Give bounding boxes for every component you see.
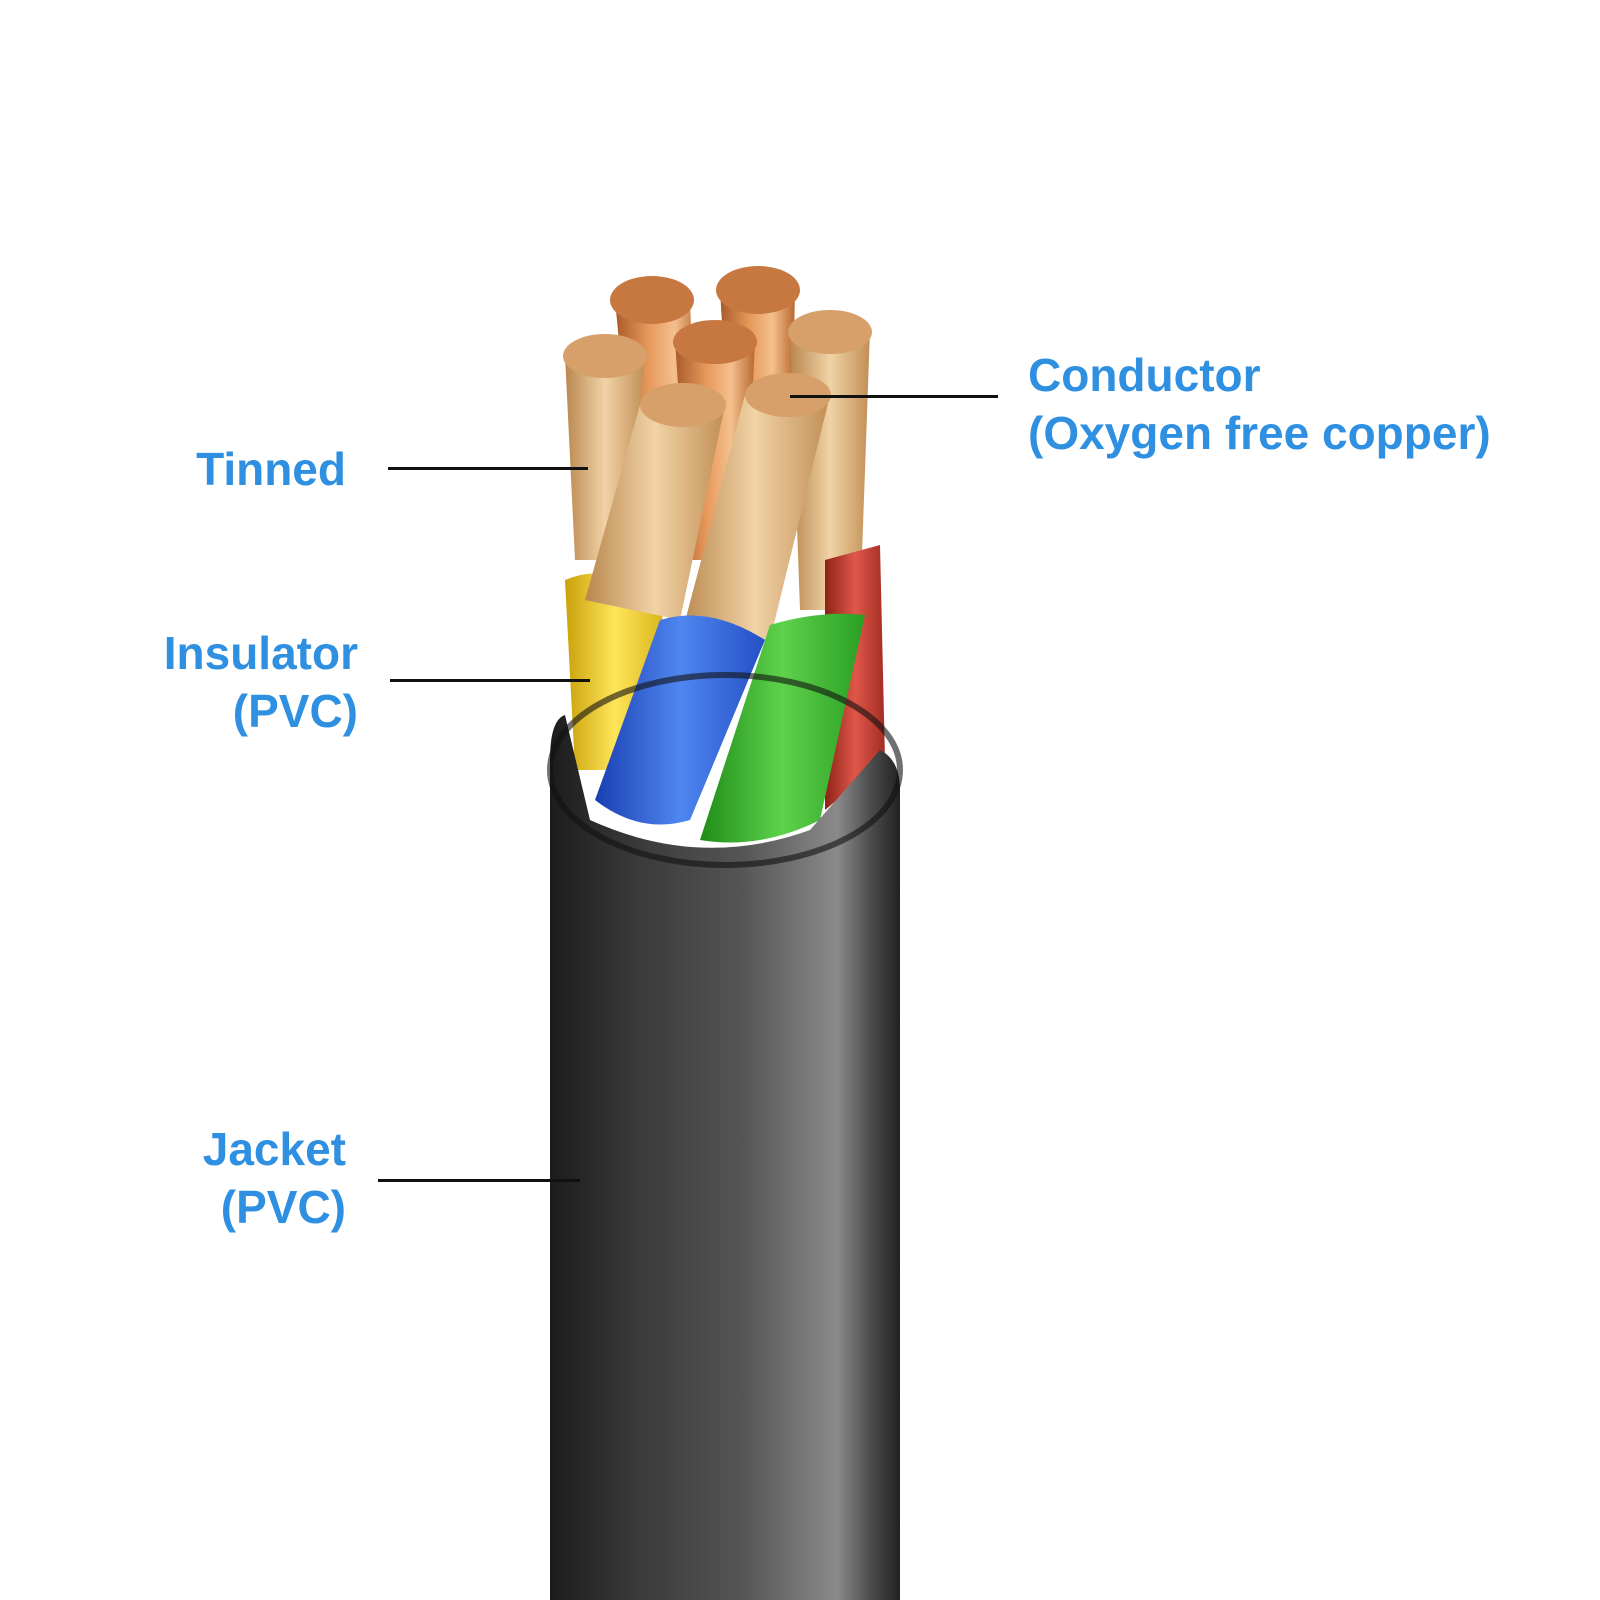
conductor-label-line2: (Oxygen free copper) — [1028, 407, 1491, 459]
jacket-label: Jacket (PVC) — [203, 1120, 346, 1236]
insulator-label: Insulator (PVC) — [164, 624, 358, 740]
insulator-red — [825, 545, 885, 810]
tinned-leader-line — [388, 467, 588, 470]
cable-jacket — [547, 672, 903, 1600]
jacket-leader-line — [378, 1179, 580, 1182]
jacket-label-line2: (PVC) — [220, 1181, 346, 1233]
insulator-label-line2: (PVC) — [232, 685, 358, 737]
conductor-label: Conductor (Oxygen free copper) — [1028, 346, 1491, 462]
conductor-strands-front — [585, 373, 831, 640]
tinned-label-line1: Tinned — [196, 443, 346, 495]
insulator-green — [700, 613, 865, 843]
insulator-leader-line — [390, 679, 590, 682]
jacket-label-line1: Jacket — [202, 1123, 346, 1175]
insulator-blue — [595, 615, 765, 825]
insulator-label-line1: Insulator — [163, 627, 358, 679]
tinned-label: Tinned — [196, 440, 346, 498]
conductor-label-line1: Conductor — [1028, 349, 1261, 401]
conductor-leader-line — [790, 395, 998, 398]
